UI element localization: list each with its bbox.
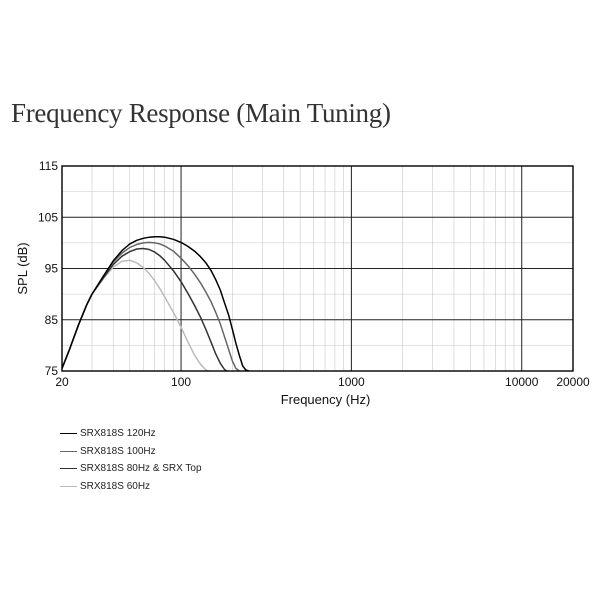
series-line-srx818s-120hz (61, 235, 250, 372)
x-tick-label: 100 (171, 375, 191, 389)
y-tick-label: 105 (38, 210, 58, 224)
legend-item: SRX818S 80Hz & SRX Top (60, 460, 202, 478)
x-tick-label: 20000 (556, 375, 590, 389)
x-tick-label: 10000 (505, 375, 539, 389)
x-axis-label: Frequency (Hz) (281, 392, 371, 407)
chart-title: Frequency Response (Main Tuning) (11, 98, 391, 128)
y-tick-label: 115 (39, 159, 58, 173)
y-axis-label: SPL (dB) (15, 242, 30, 294)
legend-label: SRX818S 120Hz (80, 428, 156, 440)
legend-item: SRX818S 100Hz (60, 443, 202, 461)
legend-swatch (60, 450, 77, 452)
y-tick-label: 85 (45, 313, 59, 327)
legend-label: SRX818S 80Hz & SRX Top (80, 463, 202, 475)
legend-item: SRX818S 120Hz (60, 425, 202, 443)
legend-item: SRX818S 60Hz (60, 478, 202, 496)
x-tick-label: 20 (55, 375, 69, 389)
legend-swatch (60, 485, 77, 487)
tick-labels: 20 100 1000 10000 20000 75 85 95 105 115 (38, 159, 590, 389)
series-line-srx818s-80hz-srx-top (61, 247, 228, 372)
plot-area (61, 165, 574, 372)
legend-swatch (60, 468, 77, 470)
legend-swatch (60, 433, 77, 435)
series-line-srx818s-100hz (61, 241, 240, 372)
legend-label: SRX818S 60Hz (80, 480, 151, 492)
y-tick-label: 95 (45, 262, 59, 276)
legend-label: SRX818S 100Hz (80, 445, 156, 457)
grid-major (62, 166, 573, 371)
y-tick-label: 75 (45, 364, 59, 378)
series-line-srx818s-60hz (61, 259, 209, 372)
x-tick-label: 1000 (338, 375, 365, 389)
series-layer (61, 235, 250, 372)
